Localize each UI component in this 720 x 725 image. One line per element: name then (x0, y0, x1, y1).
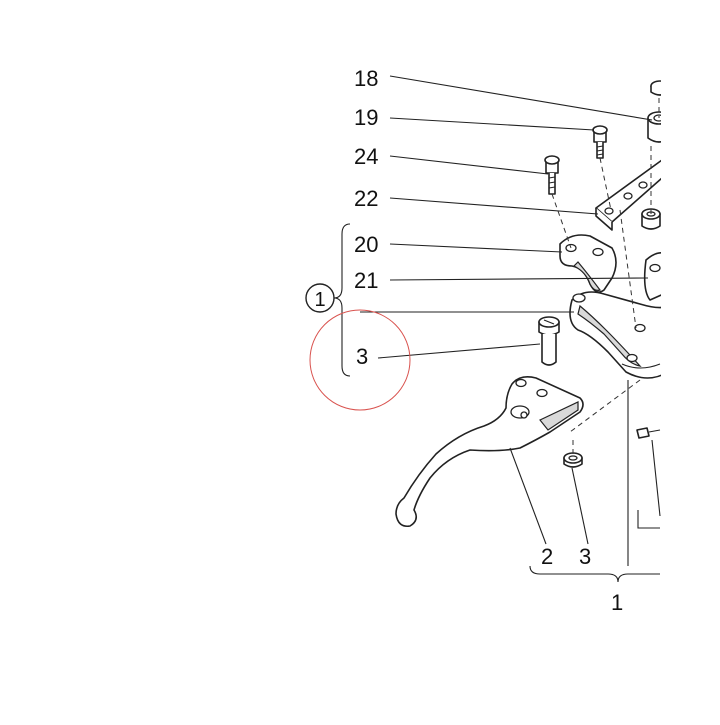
callout-22: 22 (354, 186, 378, 211)
callout-1: 1 (611, 590, 623, 615)
clamp-half-part-20 (559, 234, 617, 293)
assembly-outline-lines (637, 439, 661, 529)
brake-lever-part-2 (395, 376, 584, 528)
assembly-dashed-lines (551, 98, 660, 456)
callout-2: 2 (541, 544, 553, 569)
callout-24: 24 (354, 144, 378, 169)
screw-part-19 (592, 125, 608, 159)
crop-edge (661, 0, 720, 720)
adjuster-screw-part (636, 427, 661, 439)
callout-19: 19 (354, 105, 378, 130)
assembly-marker-circle (305, 283, 335, 313)
master-cylinder-body-part (569, 291, 669, 379)
assembly-marker-label: 1 (314, 289, 325, 311)
assembly-brace-left (333, 223, 351, 377)
highlight-circle (309, 309, 411, 411)
callout-21: 21 (354, 268, 378, 293)
leader-lines (360, 75, 653, 566)
callout-3-bottom: 3 (579, 544, 591, 569)
lock-nut-part-3 (563, 452, 583, 468)
callout-3-left: 3 (356, 344, 368, 369)
pivot-pin-part-3 (538, 316, 560, 366)
assembly-brace-bottom (529, 565, 660, 583)
callout-20: 20 (354, 232, 378, 257)
screw-part-24 (544, 155, 560, 195)
callout-18: 18 (354, 66, 378, 91)
spacer-ring-part (641, 208, 661, 230)
